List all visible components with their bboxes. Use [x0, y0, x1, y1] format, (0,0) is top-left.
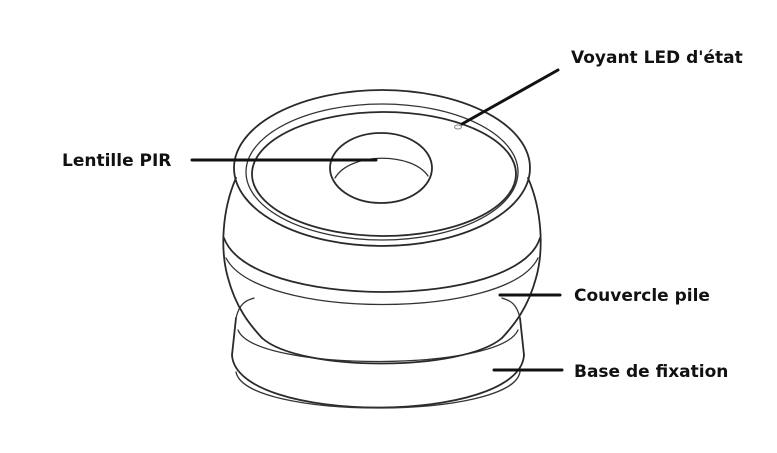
callout-led: Voyant LED d'état: [460, 48, 743, 126]
label-base: Base de fixation: [574, 362, 728, 382]
pir-lens: [329, 132, 433, 204]
callout-base: Base de fixation: [492, 362, 728, 382]
label-pir: Lentille PIR: [62, 151, 171, 171]
pir-sensor-device: [222, 89, 542, 409]
top-cap: [233, 89, 531, 247]
mounting-base: [231, 297, 525, 409]
battery-cover: [222, 177, 542, 365]
callout-battery-cover: Couvercle pile: [498, 286, 710, 306]
callout-pir: Lentille PIR: [62, 151, 378, 171]
led-indicator: [454, 124, 462, 130]
leader-line-led: [460, 68, 560, 126]
label-battery-cover: Couvercle pile: [574, 286, 710, 306]
label-led: Voyant LED d'état: [571, 48, 743, 68]
